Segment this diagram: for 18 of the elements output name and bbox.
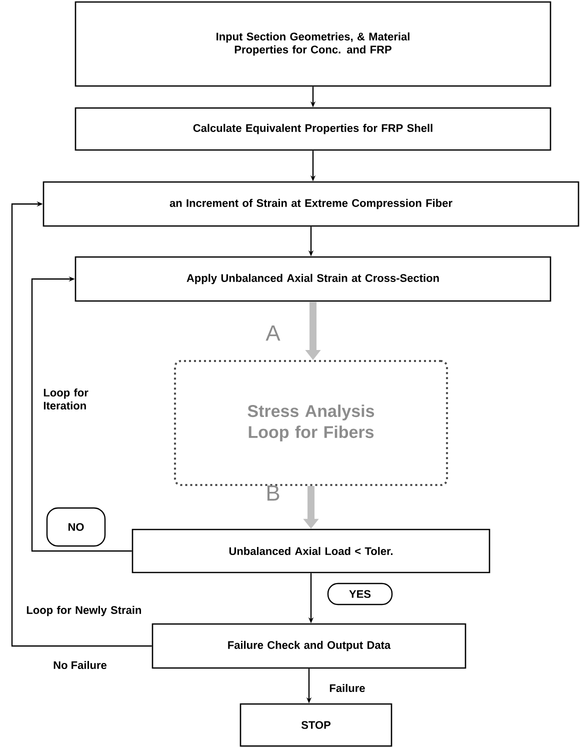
process-box: Apply Unbalanced Axial Strain at Cross-Section (74, 256, 552, 302)
arrow (31, 276, 132, 552)
edge-label: A (266, 325, 280, 341)
process-box: STOP (240, 703, 392, 747)
note-label: Loop for Iteration (44, 388, 88, 410)
edge-label: No Failure (52, 660, 108, 670)
edge-label: B (267, 485, 280, 501)
process-box: Unbalanced Axial Load < Toler. (132, 528, 490, 574)
process-box: Failure Check and Output Data (152, 623, 466, 669)
note-label: Loop for Newly Strain (26, 606, 142, 616)
edge-label: NO (46, 507, 106, 547)
edge-label: YES (327, 582, 393, 606)
dotted-loop-box: Stress Analysis Loop for Fibers (174, 360, 448, 486)
edge-label: Failure (328, 682, 366, 694)
process-box: an Increment of Strain at Extreme Compression Fiber (42, 181, 580, 227)
process-box: Calculate Equivalent Properties for FRP Shell (74, 107, 552, 151)
arrow (11, 201, 152, 647)
process-box: Input Section Geometries, & Material Properties for Conc. and FRP (74, 1, 552, 87)
